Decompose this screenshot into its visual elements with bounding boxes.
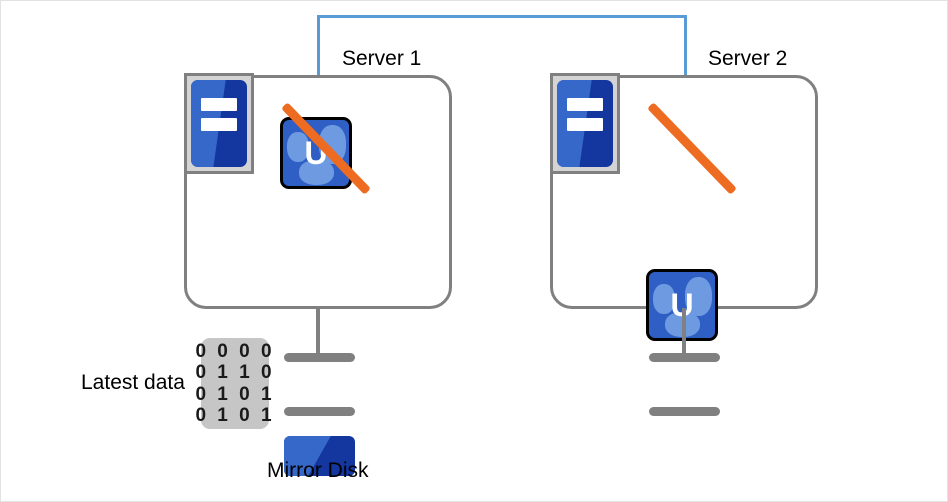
latest-data-label: Latest data xyxy=(81,371,185,394)
app-icon-blob-icon xyxy=(286,131,310,163)
server-2-disk-wire xyxy=(682,308,686,357)
badge-bar-upper-icon xyxy=(566,98,604,112)
server-2-badge-card xyxy=(557,80,613,167)
binary-row: 0 0 0 0 xyxy=(195,340,275,362)
server-1-disk-wire xyxy=(316,308,320,357)
server-2-app-icon[interactable]: U xyxy=(646,269,718,341)
server-1-app-icon[interactable]: U xyxy=(280,117,352,189)
app-icon-blob-icon xyxy=(652,283,676,315)
binary-row: 0 1 0 1 xyxy=(195,383,275,405)
server-2-label: Server 2 xyxy=(708,47,788,70)
interconnect-link xyxy=(317,15,687,77)
badge-bar-lower-icon xyxy=(566,118,604,132)
server-1-disk-cap-upper-icon xyxy=(284,353,355,362)
server-1-disk-cap-lower-icon xyxy=(284,407,355,416)
app-icon-blob-icon xyxy=(298,159,335,185)
server-1-disk-platter-upper xyxy=(284,436,355,476)
server-2-status-badge[interactable] xyxy=(550,73,620,174)
mirror-disk-label: Mirror Disk xyxy=(267,459,369,482)
server-1-label: Server 1 xyxy=(342,47,422,70)
server-2-disk-cap-upper-icon xyxy=(649,353,720,362)
app-icon-blob-icon xyxy=(684,277,713,316)
binary-row: 0 1 0 1 xyxy=(195,404,275,426)
server-1-badge-card xyxy=(191,80,247,167)
server-2-disk-cap-lower-icon xyxy=(649,407,720,416)
app-icon-letter: U xyxy=(670,287,694,323)
badge-bar-upper-icon xyxy=(200,98,238,112)
server-1-status-badge[interactable] xyxy=(184,73,254,174)
badge-bar-lower-icon xyxy=(200,118,238,132)
latest-data-binary-block: 0 0 0 0 0 1 1 0 0 1 0 1 0 1 0 1 xyxy=(195,338,272,429)
binary-row: 0 1 1 0 xyxy=(195,362,275,384)
